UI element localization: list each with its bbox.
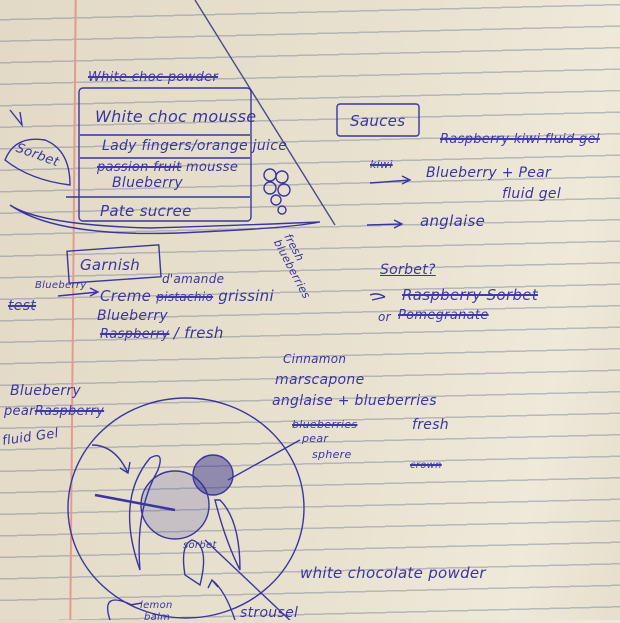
sorbet-item: Raspberry Sorbet	[402, 286, 538, 304]
top-layer-label: White choc powder	[88, 70, 219, 85]
layer-label: Lady fingers/orange juice	[102, 138, 288, 154]
streusel-label: strousel	[240, 605, 299, 621]
note-line: marscapone	[275, 372, 365, 388]
arrow	[366, 219, 404, 229]
garnish-heading: Garnish	[80, 256, 141, 274]
struck-text: passion fruit	[97, 160, 182, 175]
streusel-arrow	[207, 578, 236, 620]
lemon-label: lemon	[140, 600, 173, 611]
scribble: crown	[410, 460, 442, 471]
note-line: anglaise + blueberries	[272, 393, 437, 409]
mousse-circle	[140, 470, 210, 540]
powder-streak	[94, 493, 176, 512]
pear-sphere	[192, 454, 234, 496]
plate-curve	[9, 204, 321, 235]
struck-text: Raspberry	[34, 404, 105, 419]
garnish-fresh: / fresh	[173, 324, 224, 342]
or-label: or	[378, 310, 391, 324]
powder-label: white chocolate powder	[300, 564, 486, 582]
sorbet-plate-label: sorbet	[183, 540, 217, 551]
note-line: Cinnamon	[283, 352, 347, 366]
sorbet-alt: Pomegranate	[398, 308, 489, 323]
sauce-item: anglaise	[420, 212, 486, 230]
gel-arrow	[91, 444, 131, 475]
gel-line: pear	[4, 404, 35, 419]
layer-label: Pate sucree	[100, 202, 192, 220]
struck-mark: kiwi	[370, 158, 393, 171]
sauce-swoosh	[214, 499, 241, 571]
layer-label: Blueberry	[112, 175, 183, 191]
sphere-line: pear	[302, 432, 329, 445]
layer-label: White choc mousse	[95, 107, 257, 126]
struck-text: blueberries	[292, 418, 358, 431]
cake-box	[78, 87, 252, 222]
sphere-pointer	[227, 439, 301, 481]
struck-text: Raspberry	[100, 327, 170, 342]
sorbet-quenelle	[4, 138, 71, 186]
sauce-item: Blueberry + Pear	[426, 165, 552, 181]
creme-insert: d'amande	[162, 272, 225, 286]
diagonal-line	[194, 0, 336, 226]
fluid-gel-swoosh	[128, 455, 161, 571]
test-label: test	[8, 298, 37, 314]
gel-line: Blueberry	[10, 383, 81, 399]
garnish-berry: Blueberry	[97, 308, 168, 324]
arrow	[369, 175, 412, 185]
lemon-balm-stem	[106, 599, 143, 620]
blueberry-note: Blueberry	[35, 280, 87, 291]
sorbet-shape	[182, 539, 205, 587]
layer-label: mousse	[185, 160, 239, 175]
struck-sauce: Raspberry kiwi fluid gel	[440, 132, 600, 147]
sauces-heading: Sauces	[350, 112, 406, 130]
creme-label: Creme	[100, 287, 152, 305]
blueberries-cluster	[263, 168, 291, 215]
sauce-item: fluid gel	[502, 186, 562, 202]
struck-text: pistachio	[156, 290, 214, 304]
arrow-sorbet	[9, 109, 24, 128]
note-line: fresh	[412, 417, 449, 433]
plate-circle	[67, 397, 305, 619]
sphere-line: sphere	[312, 448, 352, 461]
garnish-box	[66, 244, 162, 284]
sauces-box	[336, 103, 420, 137]
powder-pointer	[204, 539, 291, 620]
arrow	[369, 293, 386, 301]
arrow	[57, 287, 100, 297]
balm-label: balm	[144, 612, 171, 623]
grissini-label: grissini	[218, 287, 274, 305]
sorbet-heading: Sorbet?	[380, 262, 436, 278]
